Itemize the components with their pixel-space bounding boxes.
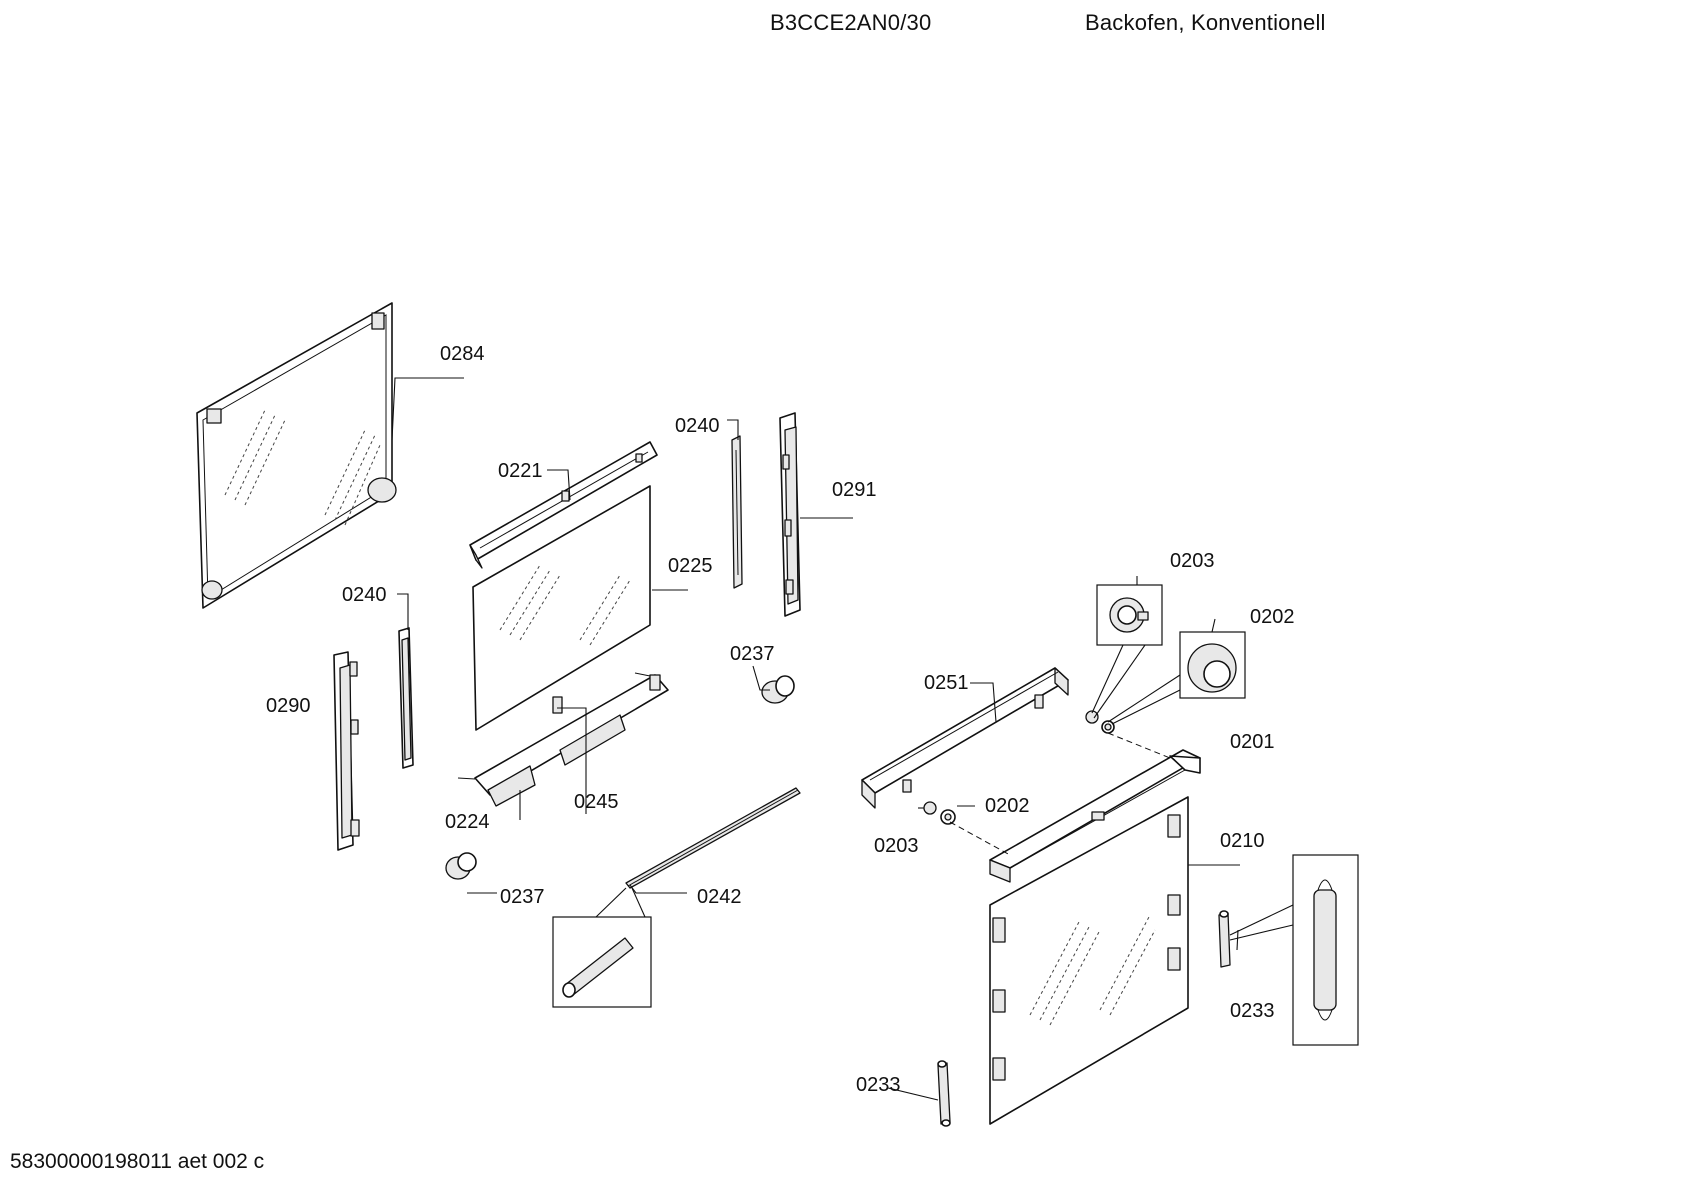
part-0233-spring-right [1218,910,1231,968]
part-labels: 0284 0221 0240 0291 0225 0240 0290 0237 … [266,343,1295,1096]
part-0237-button-upper [761,675,795,704]
label-0237-lower: 0237 [500,886,545,908]
part-0237-button-lower [445,852,477,880]
part-0242-seal-strip [625,787,801,889]
label-0237-upper: 0237 [730,643,775,665]
label-0240-upper: 0240 [675,415,720,437]
leader-lines [391,377,1240,1101]
appliance-description: Backofen, Konventionell [1085,10,1326,35]
part-0233-spring-bottom [937,1060,951,1127]
part-0290-left-hinge-bracket [333,651,360,851]
label-0210: 0210 [1220,830,1265,852]
label-0203-lower: 0203 [874,835,919,857]
label-0233-right: 0233 [1230,1000,1275,1022]
label-0201: 0201 [1230,731,1275,753]
part-0224-bottom-profile [457,672,669,807]
part-0221-top-profile [469,441,658,569]
label-0233-bottom: 0233 [856,1074,901,1096]
label-0251: 0251 [924,672,969,694]
part-0240-side-strip-lower [398,627,414,769]
part-0202-spacer-upper [1101,720,1115,734]
label-0284: 0284 [440,343,485,365]
detail-box-0233 [1229,854,1359,1046]
detail-box-0242 [552,887,652,1008]
part-0203-screw-lower [923,801,937,815]
label-0203-upper: 0203 [1170,550,1215,572]
part-0284-rear-glass-pane [196,302,397,609]
part-0201-door-handle [989,749,1201,883]
label-0202-lower: 0202 [985,795,1030,817]
label-0221: 0221 [498,460,543,482]
detail-box-0202 [1107,631,1246,725]
label-0240-lower: 0240 [342,584,387,606]
document-footer-code: 58300000198011 aet 002 c [10,1150,265,1173]
part-0240-side-strip-upper [731,435,743,589]
part-0225-inner-glass-pane [472,485,651,731]
part-0210-outer-door-glass [989,796,1189,1125]
part-0203-screw-upper [1085,710,1099,724]
detail-box-0203 [1091,584,1163,719]
label-0224: 0224 [445,811,490,833]
part-0291-right-hinge-bracket [779,412,801,617]
label-0290: 0290 [266,695,311,717]
label-0202-upper: 0202 [1250,606,1295,628]
part-0251-control-panel-bar [861,667,1069,809]
model-number: B3CCE2AN0/30 [770,10,932,35]
part-0202-spacer-lower [940,809,956,825]
label-0242: 0242 [697,886,742,908]
label-0291: 0291 [832,479,877,501]
label-0225: 0225 [668,555,713,577]
label-0245: 0245 [574,791,619,813]
